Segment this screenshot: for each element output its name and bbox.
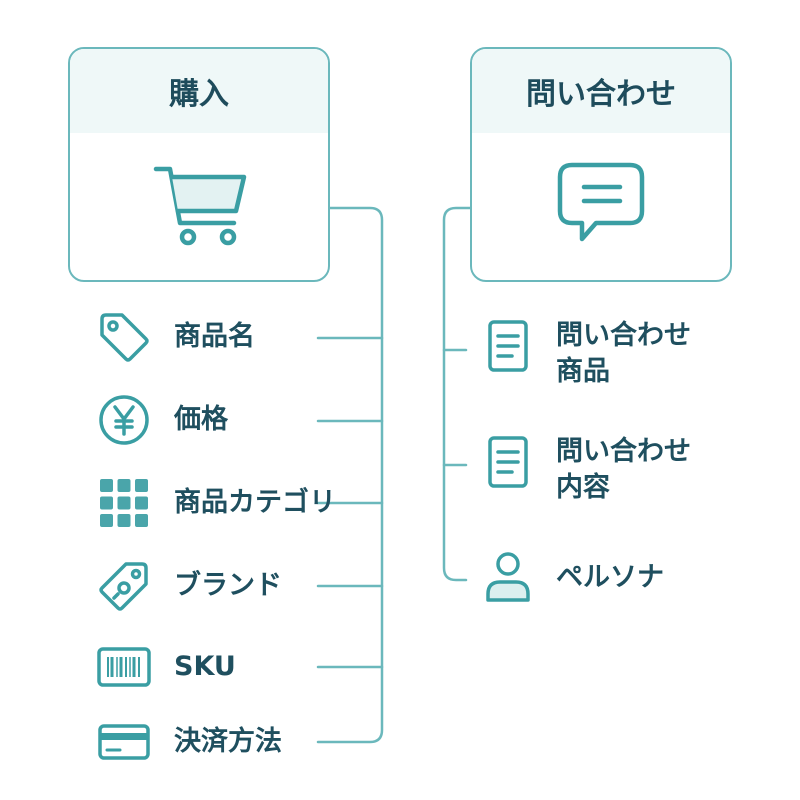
list-item-product-name: 商品名 [96, 309, 316, 365]
inquiry-title: 問い合わせ [472, 49, 730, 133]
list-item-sku: SKU [96, 639, 316, 695]
person-icon [486, 552, 530, 602]
category-grid-icon [100, 479, 148, 527]
item-label: 価格 [174, 404, 228, 435]
document-icon [488, 436, 528, 488]
credit-card-icon [98, 724, 150, 760]
item-label: ペルソナ [556, 562, 664, 593]
price-tag-icon [100, 313, 149, 362]
purchase-card: 購入 [68, 47, 330, 282]
item-label: 商品名 [174, 321, 255, 352]
list-item-payment-method: 決済方法 [96, 714, 316, 770]
item-label: 決済方法 [174, 726, 282, 757]
barcode-icon [97, 647, 151, 687]
inquiry-card: 問い合わせ [470, 47, 732, 282]
shopping-cart-icon [153, 166, 247, 246]
item-label: ブランド [174, 570, 282, 601]
item-label-line2: 内容 [556, 472, 610, 503]
yen-coin-icon [99, 395, 149, 445]
chat-bubble-icon [557, 162, 645, 242]
document-icon [488, 320, 528, 372]
list-item-inquiry-content: 問い合わせ 内容 [480, 434, 760, 506]
list-item-category: 商品カテゴリ [96, 475, 376, 531]
list-item-inquiry-product: 問い合わせ 商品 [480, 318, 760, 390]
item-label: 問い合わせ 内容 [556, 434, 691, 506]
list-item-persona: ペルソナ [480, 548, 760, 604]
list-item-brand: ブランド [96, 558, 316, 614]
purchase-title: 購入 [70, 49, 328, 133]
item-label-line1: 問い合わせ [556, 436, 691, 467]
item-label: SKU [174, 651, 236, 682]
item-label: 問い合わせ 商品 [556, 318, 691, 390]
item-label-line1: 問い合わせ [556, 320, 691, 351]
item-label: 商品カテゴリ [174, 487, 336, 518]
list-item-price: 価格 [96, 392, 316, 448]
brand-tag-icon [99, 562, 148, 611]
item-label-line2: 商品 [556, 356, 610, 387]
